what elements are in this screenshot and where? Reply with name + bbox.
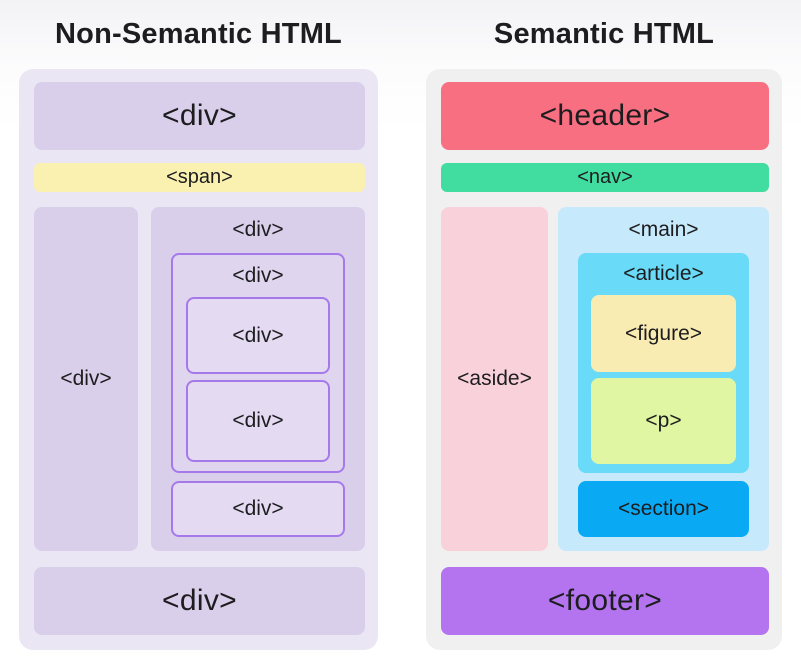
nav-box: <nav> [441, 163, 769, 192]
div-box-bottom: <div> [34, 567, 365, 635]
nested-div-box-2: <div> [186, 380, 330, 462]
div-box-top: <div> [34, 82, 365, 150]
semantic-panel: <header> <nav> <aside> <main> <article> … [426, 69, 782, 650]
nonsemantic-middle-row: <div> <div> <div> <div> <div> <div> [34, 207, 365, 551]
nonsemantic-panel: <div> <span> <div> <div> <div> <div> <di… [19, 69, 378, 650]
article-box: <article> <figure> <p> [578, 253, 749, 473]
p-box: <p> [591, 378, 736, 464]
section-box: <section> [578, 481, 749, 537]
div-wide-column: <div> <div> <div> <div> <div> [151, 207, 365, 551]
header-box: <header> [441, 82, 769, 150]
article-box-label: <article> [623, 262, 704, 285]
nonsemantic-column: Non-Semantic HTML <div> <span> <div> <di… [19, 0, 378, 668]
main-box: <main> <article> <figure> <p> <section> [558, 207, 769, 551]
semantic-middle-row: <aside> <main> <article> <figure> <p> <s… [441, 207, 769, 551]
bottom-nested-div-box: <div> [171, 481, 345, 537]
nested-div-box-1: <div> [186, 297, 330, 374]
semantic-title: Semantic HTML [493, 18, 715, 50]
aside-box: <aside> [441, 207, 548, 551]
div-wide-column-label: <div> [232, 218, 284, 241]
nested-div-container: <div> <div> <div> [171, 253, 345, 473]
nested-div-container-label: <div> [232, 264, 284, 287]
nonsemantic-title: Non-Semantic HTML [55, 18, 342, 50]
span-box: <span> [34, 163, 365, 192]
main-box-label: <main> [628, 218, 699, 241]
div-side-column: <div> [34, 207, 138, 551]
footer-box: <footer> [441, 567, 769, 635]
semantic-column: Semantic HTML <header> <nav> <aside> <ma… [426, 0, 782, 668]
figure-box: <figure> [591, 295, 736, 372]
